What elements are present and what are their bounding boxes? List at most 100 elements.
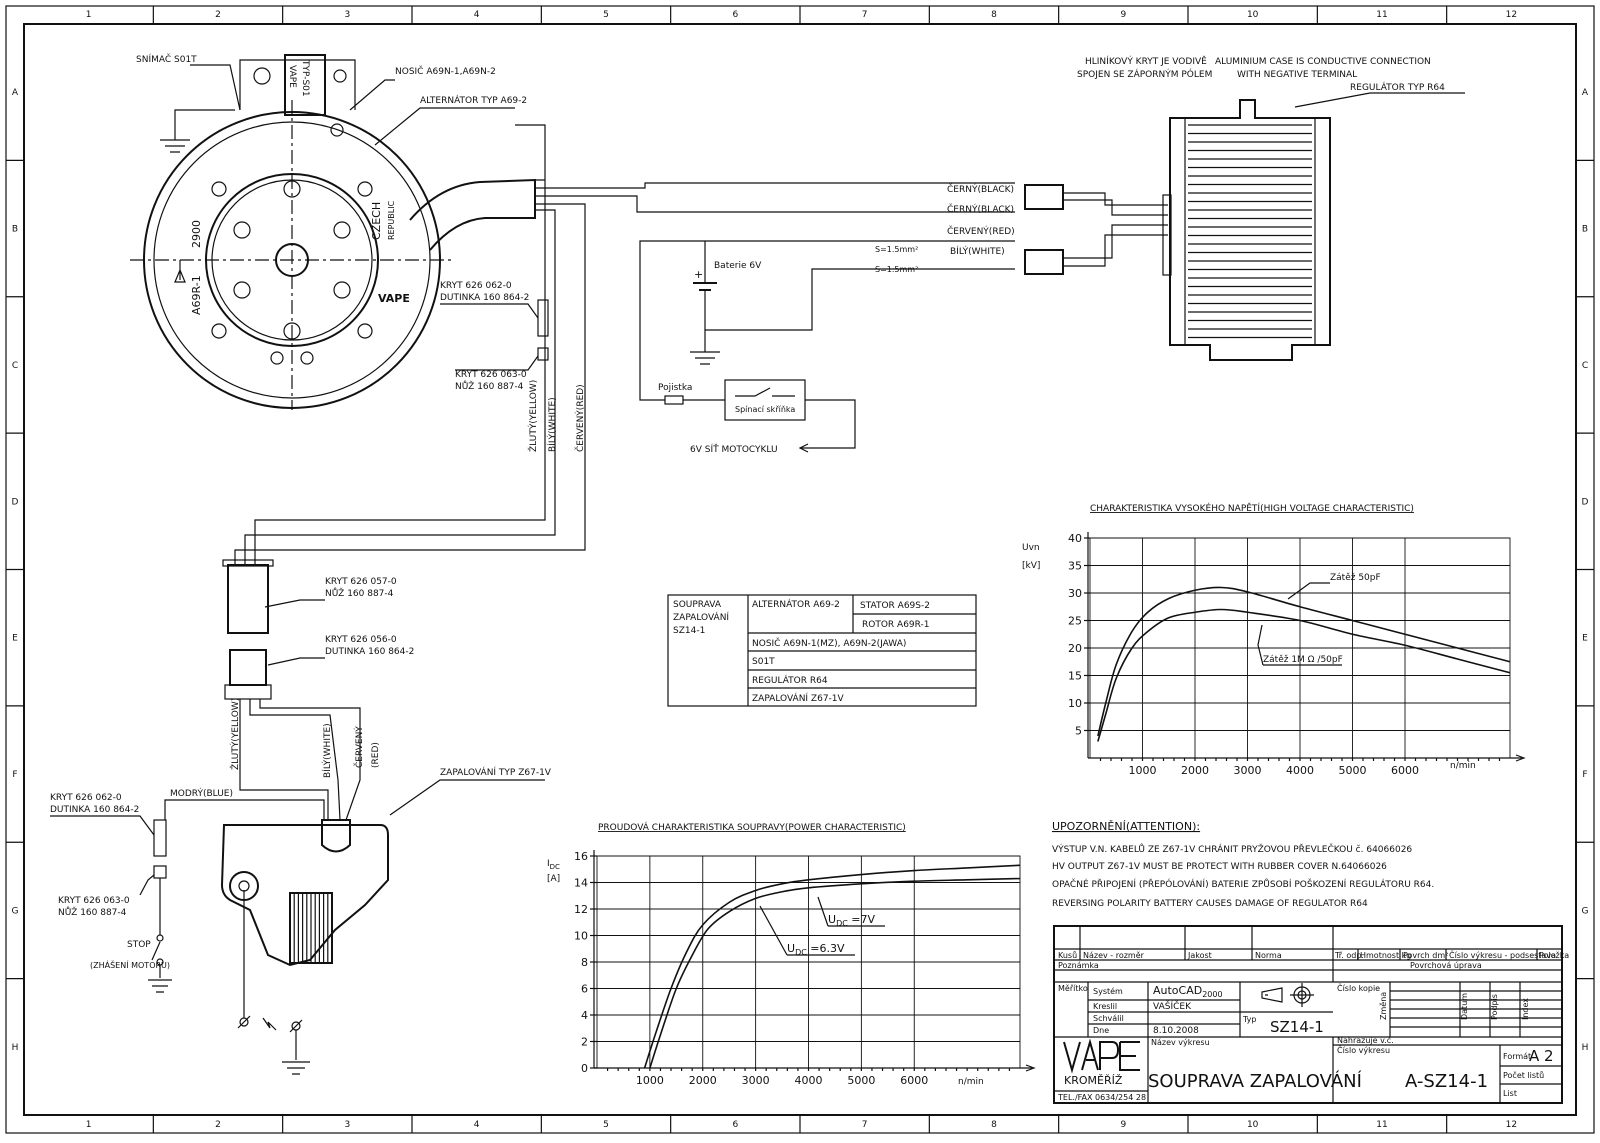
wire-yellow: ŽLUTÝ(YELLOW) <box>527 380 539 452</box>
col-label-7-bottom: 7 <box>862 1120 868 1130</box>
chart1-y-tick-label: 35 <box>1068 560 1082 573</box>
tb-date: Dne <box>1093 1026 1109 1035</box>
chart-power: PROUDOVÁ CHARAKTERISTIKA SOUPRAVY(POWER … <box>547 821 1036 1087</box>
switch-label: Spínací skříňka <box>735 404 795 414</box>
parts-table: SOUPRAVA ZAPALOVÁNÍ SZ14-1 ALTERNÁTOR A6… <box>667 594 977 707</box>
col-label-8-bottom: 8 <box>991 1120 997 1130</box>
tb-h-povrch: Povrch dm² <box>1403 951 1448 960</box>
connector-5 <box>153 819 167 857</box>
row-label-D-left: D <box>12 497 19 507</box>
connector-4 <box>229 649 267 686</box>
col-label-3-top: 3 <box>344 10 350 20</box>
alternator-wires: KRYT 626 062-0 DUTINKA 160 864-2 KRYT 62… <box>234 124 1015 565</box>
tb-copy-no: Číslo kopie <box>1337 982 1380 993</box>
attention-heading: UPOZORNĚNÍ(ATTENTION): <box>1052 820 1200 833</box>
tb-format: Formát <box>1503 1052 1531 1061</box>
connector-2-a: KRYT 626 063-0 <box>455 370 527 380</box>
connector-6-b: NŮŽ 160 887-4 <box>58 906 127 918</box>
attention-line-1: VÝSTUP V.N. KABELŮ ZE Z67-1V CHRÁNIT PRY… <box>1052 843 1412 855</box>
chart2-series-2 <box>649 877 1021 1069</box>
battery-plus: + <box>694 268 703 281</box>
chart2-s2-name: U <box>787 942 795 955</box>
tb-format-val: A 2 <box>1529 1047 1554 1065</box>
tb-datum: Datum <box>1460 993 1469 1020</box>
chart1-y-tick-label: 5 <box>1075 725 1082 738</box>
chart2-s2-sub: DC <box>795 948 807 957</box>
wire-white-3: BÍLÝ(WHITE) <box>321 723 333 778</box>
tb-system-ver: 2000 <box>1202 990 1222 999</box>
connector-4-a: KRYT 626 056-0 <box>325 635 397 645</box>
row-label-G-right: G <box>1582 906 1589 916</box>
row-label-A-right: A <box>1582 88 1589 98</box>
label-sensor: SNÍMAČ S01T <box>136 53 197 65</box>
chart1-x-tick-label: 2000 <box>1181 764 1209 777</box>
col-label-6-top: 6 <box>732 10 738 20</box>
chart2-x-tick-label: 6000 <box>900 1074 928 1087</box>
chart2-ylabel-sub: DC <box>550 863 560 871</box>
row-label-G-left: G <box>12 906 19 916</box>
chart2-ylabel: IDC <box>547 859 560 871</box>
vape-mini-logo: VAPE <box>378 292 410 305</box>
col-label-4-top: 4 <box>474 10 480 20</box>
tb-h-jakost: Jakost <box>1187 951 1212 960</box>
chart1-y-tick-label: 15 <box>1068 670 1082 683</box>
cross-section-1: S=1.5mm² <box>875 245 918 254</box>
col-label-11-top: 11 <box>1376 10 1387 20</box>
chart2-x-tick-label: 4000 <box>795 1074 823 1087</box>
chart1-y-tick-label: 10 <box>1068 697 1082 710</box>
chart2-ylabel-main: I <box>547 859 550 869</box>
network-label: 6V SÍŤ MOTOCYKLU <box>690 443 778 455</box>
table-sensor: S01T <box>752 657 775 667</box>
connector-3 <box>227 564 269 634</box>
chart1-x-tick-label: 4000 <box>1286 764 1314 777</box>
label-carrier: NOSIČ A69N-1,A69N-2 <box>395 65 496 77</box>
tb-sheet: List <box>1503 1089 1517 1098</box>
table-alternator: ALTERNÁTOR A69-2 <box>752 598 840 610</box>
chart1-y-tick-label: 40 <box>1068 532 1082 545</box>
row-label-B-left: B <box>12 225 18 235</box>
tb-change: Změna <box>1379 992 1388 1020</box>
connector-5-b: DUTINKA 160 864-2 <box>50 805 139 815</box>
chart1-y-tick-label: 30 <box>1068 587 1082 600</box>
col-label-12-bottom: 12 <box>1506 1120 1517 1130</box>
battery-label: Baterie 6V <box>714 261 762 271</box>
tb-company: KROMĚŘÍŽ <box>1064 1074 1123 1087</box>
attention-line-3: OPAČNÉ PŘIPOJENÍ (PŘEPÓLOVÁNÍ) BATERIE Z… <box>1052 878 1434 890</box>
wire-white: BÍLÝ(WHITE) <box>546 397 558 452</box>
row-label-E-right: E <box>1582 634 1588 644</box>
chart1-title: CHARAKTERISTIKA VYSOKÉHO NAPĚTÍ(HIGH VOL… <box>1090 502 1414 514</box>
chart1-x-tick-label: 3000 <box>1234 764 1262 777</box>
col-label-10-bottom: 10 <box>1247 1120 1259 1130</box>
chart1-ylabel: Uvn <box>1022 543 1040 553</box>
attention-line-2: HV OUTPUT Z67-1V MUST BE PROTECT WITH RU… <box>1052 862 1387 872</box>
row-label-E-left: E <box>12 634 18 644</box>
row-label-C-right: C <box>1582 361 1588 371</box>
attention-line-4: REVERSING POLARITY BATTERY CAUSES DAMAGE… <box>1052 899 1368 909</box>
chart2-series2-label: UDC =6.3V <box>787 942 845 957</box>
connector-1-a: KRYT 626 062-0 <box>440 281 512 291</box>
row-label-C-left: C <box>12 361 18 371</box>
tb-h-kusu: Kusů <box>1058 950 1077 960</box>
col-label-9-top: 9 <box>1120 10 1126 20</box>
rotor-type: A69R-1 <box>190 275 203 315</box>
tb-h-polozka: Položka <box>1539 951 1569 960</box>
wire-black-2: ČERNÝ(BLACK) <box>947 203 1014 215</box>
tb-typ: Typ <box>1242 1015 1256 1024</box>
col-label-9-bottom: 9 <box>1120 1120 1126 1130</box>
wire-white-2: BÍLÝ(WHITE) <box>950 245 1005 257</box>
chart2-s1-tail: =7V <box>848 913 876 926</box>
connector-3-b: NŮŽ 160 887-4 <box>325 587 394 599</box>
connector-4-b: DUTINKA 160 864-2 <box>325 647 414 657</box>
chart1-y-tick-label: 25 <box>1068 615 1082 628</box>
tb-index: Index <box>1521 998 1530 1020</box>
fuse-label: Pojistka <box>658 383 692 393</box>
rotor-number: 2900 <box>190 220 203 248</box>
table-regulator: REGULÁTOR R64 <box>752 674 828 686</box>
chart2-s2-tail: =6.3V <box>807 942 845 955</box>
chart2-y-tick-label: 2 <box>581 1036 588 1049</box>
connector-2-b: NŮŽ 160 887-4 <box>455 380 524 392</box>
chart2-xlabel: n/min <box>958 1077 984 1087</box>
connector-1 <box>537 299 549 337</box>
chart1-yunit: [kV] <box>1022 561 1040 571</box>
